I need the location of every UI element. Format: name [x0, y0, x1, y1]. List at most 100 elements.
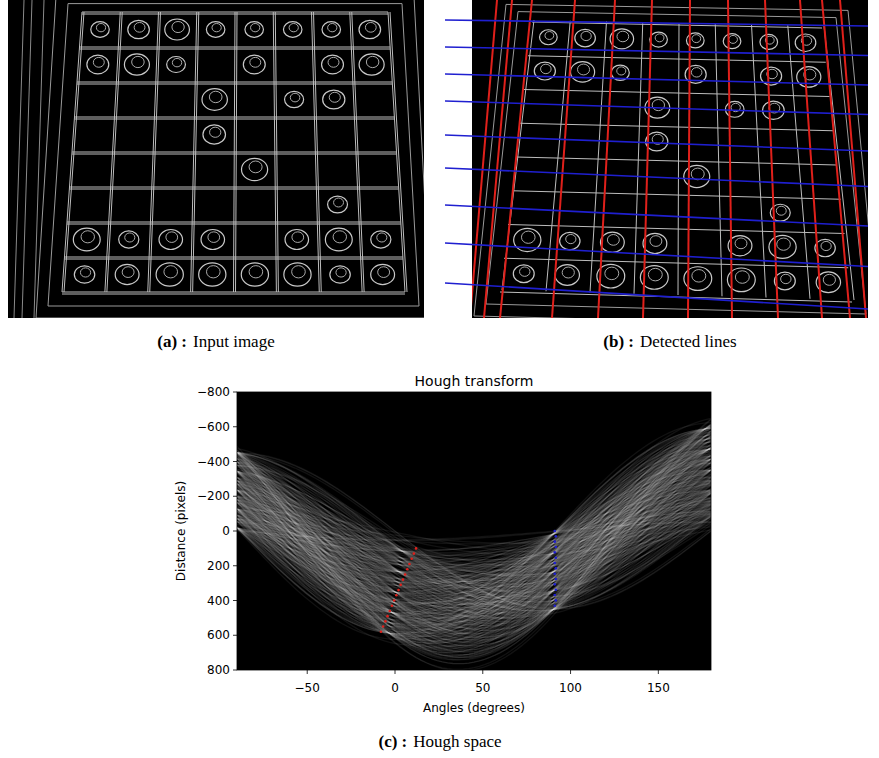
piece-outline — [760, 34, 778, 49]
edge-line — [65, 259, 403, 260]
piece-outline — [285, 230, 309, 250]
hough-curve — [237, 445, 711, 621]
caption-row: (b) :Detected lines — [464, 330, 876, 354]
piece-outline — [166, 232, 178, 243]
panel-caption: Input image — [193, 332, 275, 352]
piece-outline — [333, 231, 346, 243]
image-ground — [472, 0, 868, 318]
detected-vertical-line — [822, 0, 850, 318]
piece-outline — [650, 236, 662, 247]
peak-dot — [555, 578, 558, 581]
hough-curve — [237, 426, 711, 650]
piece-outline — [328, 196, 348, 213]
piece-outline — [128, 20, 150, 38]
piece-outline — [241, 263, 268, 286]
edge-line — [82, 14, 388, 15]
piece-outline — [292, 266, 306, 278]
piece-outline — [91, 22, 109, 38]
piece-outline — [545, 32, 554, 40]
hough-curve — [237, 485, 711, 588]
piece-outline — [365, 22, 376, 32]
tick-mark — [233, 670, 237, 671]
hough-curve — [237, 478, 711, 597]
piece-outline — [723, 34, 741, 49]
piece-outline — [763, 101, 785, 119]
edge-line — [546, 21, 570, 292]
peak-dot — [555, 599, 558, 602]
piece-outline — [87, 55, 109, 74]
edge-line — [528, 56, 826, 63]
piece-outline — [377, 233, 387, 242]
hough-curve — [237, 433, 711, 646]
tick-mark — [395, 670, 396, 674]
detected-vertical-line — [765, 0, 778, 318]
edge-line — [752, 25, 767, 298]
hough-plot — [233, 392, 711, 674]
piece-outline — [292, 232, 304, 243]
piece-outline — [769, 235, 796, 258]
peak-dot — [399, 584, 402, 587]
detected-vertical-line — [800, 0, 822, 318]
piece-outline — [251, 23, 260, 31]
tick-label: −400 — [197, 456, 230, 468]
board-frame — [486, 12, 866, 314]
piece-outline — [692, 270, 706, 283]
piece-outline — [325, 228, 352, 251]
peak-dot — [384, 620, 387, 623]
tick-label: −50 — [295, 682, 320, 694]
piece-outline — [245, 22, 263, 38]
tick-label: 50 — [475, 682, 490, 694]
detected-vertical-line — [598, 0, 615, 318]
piece-outline — [566, 234, 576, 243]
piece-outline — [322, 55, 344, 74]
peak-dot — [553, 562, 556, 565]
tick-label: 600 — [207, 629, 230, 641]
peak-dot — [555, 567, 558, 570]
hough-curve — [237, 448, 711, 623]
detected-horizontal-line — [445, 205, 868, 226]
panel-caption: Hough space — [413, 732, 501, 752]
edge-line — [715, 24, 722, 297]
piece-outline — [330, 266, 350, 283]
peak-dot — [415, 547, 418, 550]
hough-curve — [237, 468, 711, 608]
peak-dot — [553, 540, 556, 543]
plot-title: Hough transform — [415, 374, 534, 388]
detected-horizontal-line — [445, 135, 868, 151]
peak-dot — [397, 589, 400, 592]
piece-outline — [285, 91, 304, 107]
edge-line — [34, 0, 44, 318]
piece-outline — [322, 22, 340, 38]
hough-curve — [237, 509, 711, 555]
detected-vertical-line — [688, 0, 690, 318]
hough-curve — [237, 436, 711, 642]
piece-outline — [165, 19, 190, 40]
edge-line — [350, 12, 362, 292]
piece-outline — [520, 267, 530, 276]
hough-curve — [237, 425, 711, 652]
piece-outline — [243, 55, 265, 74]
peak-dot — [410, 558, 413, 561]
piece-outline — [521, 231, 535, 243]
piece-outline — [371, 264, 395, 284]
piece-outline — [570, 62, 594, 83]
piece-outline — [823, 274, 835, 285]
peak-dot — [404, 573, 407, 576]
tick-label: 150 — [647, 682, 670, 694]
edge-line — [678, 23, 679, 295]
axis-label: Distance (pixels) — [175, 481, 187, 581]
piece-outline — [134, 22, 145, 32]
peak-dot — [380, 630, 383, 633]
peak-dot — [553, 594, 556, 597]
tick-mark — [570, 670, 571, 674]
edge-line — [150, 12, 161, 292]
hough-curve — [237, 431, 711, 657]
edge-line — [314, 12, 322, 292]
piece-outline — [617, 67, 626, 75]
hough-curve — [237, 434, 711, 637]
piece-outline — [93, 57, 104, 67]
piece-outline — [132, 56, 145, 67]
piece-outline — [729, 35, 738, 43]
hough-curve — [237, 425, 711, 656]
